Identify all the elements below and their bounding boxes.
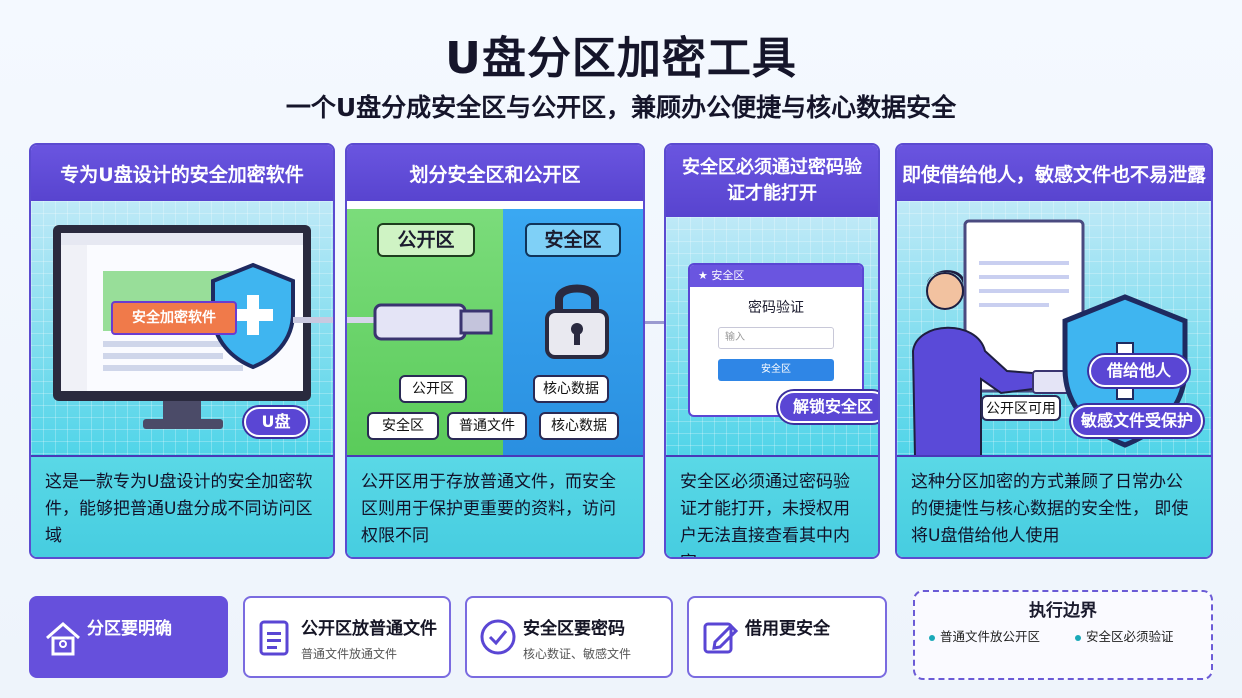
bottom-card-lend: 借用更安全 <box>687 596 887 678</box>
panel-description: 安全区必须通过密码验证才能打开，未授权用户无法直接查看其中内容 <box>666 455 878 557</box>
panel-heading: 安全区必须通过密码验证才能打开 <box>666 145 878 217</box>
card-subtitle: 普通文件放通文件 <box>301 647 398 661</box>
house-icon <box>46 622 80 656</box>
dialog-title: 安全区 <box>711 269 745 282</box>
panel-software: 专为U盘设计的安全加密软件 安全加密软件 U盘 这是一款专为U盘设计的安全加密软… <box>29 143 335 559</box>
panel-heading: 专为U盘设计的安全加密软件 <box>31 145 333 201</box>
protected-badge: 敏感文件受保护 <box>1071 405 1203 437</box>
card-title: 分区要明确 <box>87 619 172 639</box>
star-icon: ★ <box>698 269 712 282</box>
tag-core-data-2: 核心数据 <box>539 412 619 440</box>
card-subtitle: 核心数证、敏感文件 <box>523 647 632 661</box>
dialog-heading: 密码验证 <box>748 300 804 316</box>
panel-heading: 即使借给他人，敏感文件也不易泄露 <box>897 145 1211 201</box>
tag-core-data: 核心数据 <box>533 375 609 403</box>
secure-zone-label: 安全区 <box>525 223 621 257</box>
unlock-button[interactable]: 安全区 <box>718 359 834 381</box>
bottom-card-public: 公开区放普通文件 普通文件放通文件 <box>243 596 451 678</box>
execution-boundary: 执行边界 普通文件放公开区 安全区必须验证 <box>913 590 1213 680</box>
app-label: 安全加密软件 <box>111 301 237 335</box>
edit-document-icon <box>703 622 739 654</box>
panel-description: 公开区用于存放普通文件，而安全区则用于保护更重要的资料，访问权限不同 <box>347 455 643 557</box>
usb-badge: U盘 <box>244 407 308 437</box>
panel-illustration: 安全加密软件 U盘 <box>31 201 333 457</box>
panel-partition: 划分安全区和公开区 公开区 安全区 公开区 核心数据 安全区 普通文件 核心数据… <box>345 143 645 559</box>
page-title: U盘分区加密工具 <box>445 33 797 84</box>
clipboard-icon <box>259 620 289 656</box>
lock-icon <box>545 284 609 359</box>
panel-password: 安全区必须通过密码验证才能打开 ★ 安全区 密码验证 输入 安全区 解锁安全区 … <box>664 143 880 559</box>
check-circle-icon <box>480 619 516 655</box>
panel-description: 这种分区加密的方式兼顾了日常办公的便捷性与核心数据的安全性， 即使将U盘借给他人… <box>897 455 1211 557</box>
boundary-item: 普通文件放公开区 <box>929 626 1040 645</box>
tag-public: 公开区 <box>399 375 467 403</box>
lend-badge: 借给他人 <box>1089 355 1189 387</box>
tag-normal-files: 普通文件 <box>447 412 527 440</box>
panel-heading: 划分安全区和公开区 <box>347 145 643 201</box>
unlock-badge: 解锁安全区 <box>778 391 878 423</box>
password-input[interactable]: 输入 <box>718 327 834 349</box>
public-available-tag: 公开区可用 <box>981 395 1061 421</box>
panel-illustration: ★ 安全区 密码验证 输入 安全区 解锁安全区 <box>666 217 878 457</box>
panel-description: 这是一款专为U盘设计的安全加密软件，能够把普通U盘分成不同访问区域 <box>31 455 333 557</box>
public-zone-label: 公开区 <box>377 223 475 257</box>
panel-illustration: 借给他人 公开区可用 敏感文件受保护 <box>897 201 1211 457</box>
bottom-card-secure: 安全区要密码 核心数证、敏感文件 <box>465 596 673 678</box>
card-title: 借用更安全 <box>745 619 830 639</box>
card-title: 安全区要密码 <box>523 619 625 639</box>
connector-line <box>645 321 664 324</box>
bottom-card-partition: 分区要明确 <box>29 596 228 678</box>
boundary-item: 安全区必须验证 <box>1075 626 1174 645</box>
page-subtitle: 一个U盘分成安全区与公开区，兼顾办公便捷与核心数据安全 <box>285 93 957 122</box>
panel-lending: 即使借给他人，敏感文件也不易泄露 借给他人 公开区可用 敏感文件受保护 这种分区… <box>895 143 1213 559</box>
tag-secure: 安全区 <box>367 412 439 440</box>
boundary-title: 执行边界 <box>1029 601 1097 621</box>
dialog-titlebar: ★ 安全区 <box>690 265 862 287</box>
card-title: 公开区放普通文件 <box>301 619 437 639</box>
usb-drive-icon <box>347 303 493 341</box>
